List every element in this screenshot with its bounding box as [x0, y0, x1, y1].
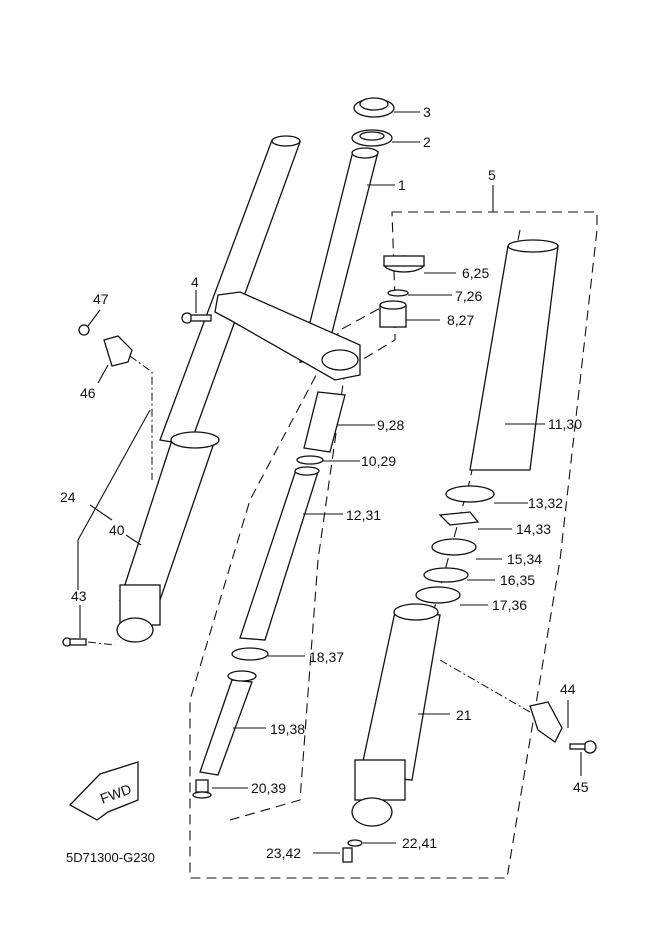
callout-17-36: 17,36 — [492, 597, 527, 613]
part-10-washer — [296, 455, 324, 465]
fwd-arrow-icon: FWD — [68, 761, 139, 821]
drawing-code: 5D71300-G230 — [66, 850, 155, 865]
callout-45: 45 — [573, 779, 589, 795]
callout-23-42: 23,42 — [266, 845, 301, 861]
callout-22-41: 22,41 — [402, 835, 437, 851]
part-16-washer — [423, 567, 469, 583]
callout-46: 46 — [80, 385, 96, 401]
part-47-nut — [78, 324, 90, 336]
callout-line-46 — [97, 364, 109, 384]
under-bracket — [214, 291, 361, 381]
part-21-outer-tube — [351, 603, 441, 827]
callout-14-33: 14,33 — [516, 521, 551, 537]
part-14-clip — [438, 511, 480, 526]
part-22-washer — [347, 839, 363, 847]
callout-2: 2 — [423, 134, 431, 150]
callout-line-47 — [87, 309, 101, 327]
callout-10-29: 10,29 — [361, 453, 396, 469]
left-outer-tube — [116, 431, 220, 643]
part-45-bolt — [569, 740, 597, 754]
callout-43: 43 — [71, 588, 87, 604]
part-17-bushing — [415, 586, 461, 604]
part-13-oil-seal — [445, 485, 495, 503]
leader-43 — [87, 641, 116, 646]
part-4-bolt — [181, 312, 212, 324]
left-fork-tube — [159, 135, 301, 446]
callout-15-34: 15,34 — [507, 551, 542, 567]
callout-11-30: 11,30 — [548, 416, 582, 432]
callout-44: 44 — [560, 681, 576, 697]
part-9-spacer — [303, 391, 346, 453]
callout-line-40 — [125, 534, 142, 546]
leader-46 — [129, 355, 153, 480]
callout-4: 4 — [191, 274, 199, 290]
part-12-spring — [239, 466, 320, 641]
part-43-bolt — [62, 637, 87, 647]
callout-24: 24 — [60, 489, 76, 505]
part-18-washer — [231, 647, 269, 661]
callout-16-35: 16,35 — [500, 572, 535, 588]
part-7-oring — [387, 289, 409, 297]
part-11-inner-tube — [469, 239, 559, 471]
part-23-bolt — [342, 847, 353, 863]
callout-5: 5 — [488, 167, 496, 183]
callout-21: 21 — [456, 707, 472, 723]
part-2-washer — [351, 129, 393, 147]
part-19-damper-rod — [199, 670, 257, 776]
leader-44 — [439, 659, 536, 716]
part-20-lock — [192, 779, 212, 799]
part-15-seal — [431, 538, 477, 556]
callout-18-37: 18,37 — [309, 649, 344, 665]
part-8-collar — [379, 300, 407, 328]
callout-19-38: 19,38 — [270, 721, 305, 737]
callout-3: 3 — [423, 104, 431, 120]
callout-line-24 — [77, 409, 151, 590]
callout-6-25: 6,25 — [462, 265, 489, 281]
part-6-cap-bolt — [383, 255, 425, 273]
part-3-cap — [353, 97, 395, 118]
assembly-boundary — [189, 211, 598, 879]
part-44-bracket — [529, 701, 563, 743]
inner-boundary — [229, 302, 396, 821]
callout-line-24b — [89, 504, 113, 521]
callout-13-32: 13,32 — [528, 495, 563, 511]
callout-1: 1 — [398, 177, 406, 193]
callout-40: 40 — [109, 522, 125, 538]
callout-47: 47 — [93, 291, 109, 307]
part-46-bracket — [103, 335, 133, 367]
callout-7-26: 7,26 — [455, 288, 482, 304]
callout-9-28: 9,28 — [377, 417, 404, 433]
callout-20-39: 20,39 — [251, 780, 286, 796]
callout-8-27: 8,27 — [447, 312, 474, 328]
callout-12-31: 12,31 — [346, 507, 381, 523]
